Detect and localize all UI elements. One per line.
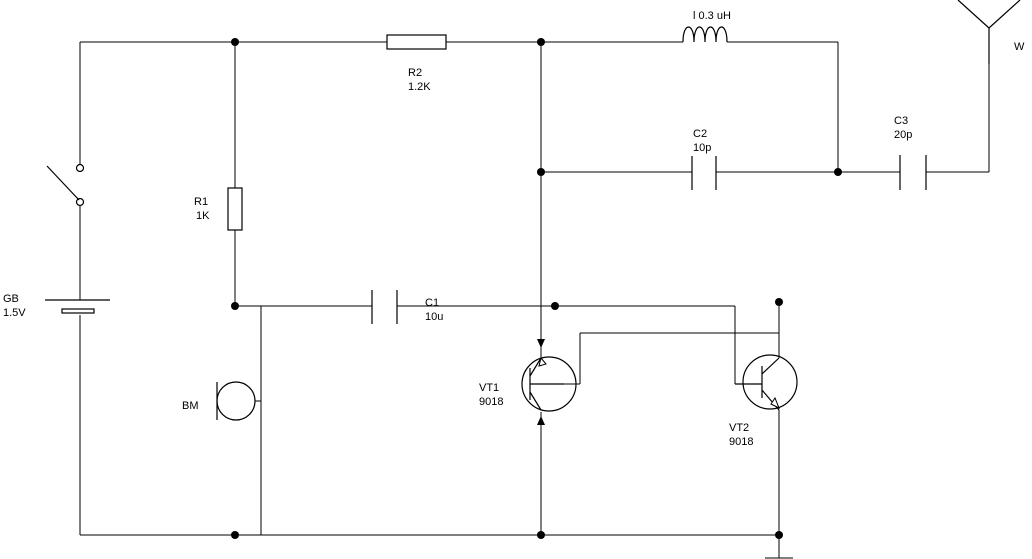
c3-ref-label: C3 bbox=[894, 115, 908, 127]
vt1-ref-label: VT1 bbox=[479, 382, 499, 394]
junction-dot bbox=[537, 531, 545, 539]
resistor-r1 bbox=[227, 187, 243, 231]
c1-value-label: 10u bbox=[425, 311, 443, 323]
inductor-label: l 0.3 uH bbox=[693, 10, 731, 22]
r2-value-label: 1.2K bbox=[408, 81, 431, 93]
wires bbox=[79, 28, 990, 559]
junction-dot bbox=[231, 302, 239, 310]
gb-ref-label: GB bbox=[3, 293, 19, 305]
c2-value-label: 10p bbox=[693, 142, 711, 154]
junction-dot bbox=[775, 298, 783, 306]
r2-ref-label: R2 bbox=[408, 67, 422, 79]
r1-value-label: 1K bbox=[196, 210, 210, 222]
transistor-vt1 bbox=[521, 339, 577, 425]
junction-dot bbox=[834, 168, 842, 176]
c3-value-label: 20p bbox=[894, 129, 912, 141]
c1-ref-label: C1 bbox=[425, 297, 439, 309]
inductor-l bbox=[682, 26, 728, 43]
junction-dot bbox=[775, 531, 783, 539]
c2-ref-label: C2 bbox=[693, 128, 707, 140]
antenna-ref-label: W bbox=[1014, 41, 1025, 53]
capacitor-c3 bbox=[899, 155, 927, 190]
r1-ref-label: R1 bbox=[194, 196, 208, 208]
microphone-bm bbox=[216, 381, 261, 421]
junction-dot bbox=[537, 168, 545, 176]
power-switch bbox=[46, 163, 85, 207]
capacitor-c2 bbox=[691, 156, 717, 190]
capacitor-c1 bbox=[371, 290, 398, 324]
junction-dots bbox=[231, 38, 842, 539]
junction-dot bbox=[231, 531, 239, 539]
junction-dot bbox=[231, 38, 239, 46]
vt2-ref-label: VT2 bbox=[729, 422, 749, 434]
junction-dot bbox=[551, 302, 559, 310]
battery-gb bbox=[45, 299, 110, 314]
vt1-value-label: 9018 bbox=[479, 396, 503, 408]
antenna-w bbox=[957, 0, 1021, 64]
vt2-value-label: 9018 bbox=[729, 436, 753, 448]
junction-dot bbox=[537, 38, 545, 46]
gb-value-label: 1.5V bbox=[3, 307, 26, 319]
bm-ref-label: BM bbox=[182, 400, 199, 412]
resistor-r2 bbox=[386, 34, 447, 50]
transistor-vt2 bbox=[735, 354, 798, 411]
